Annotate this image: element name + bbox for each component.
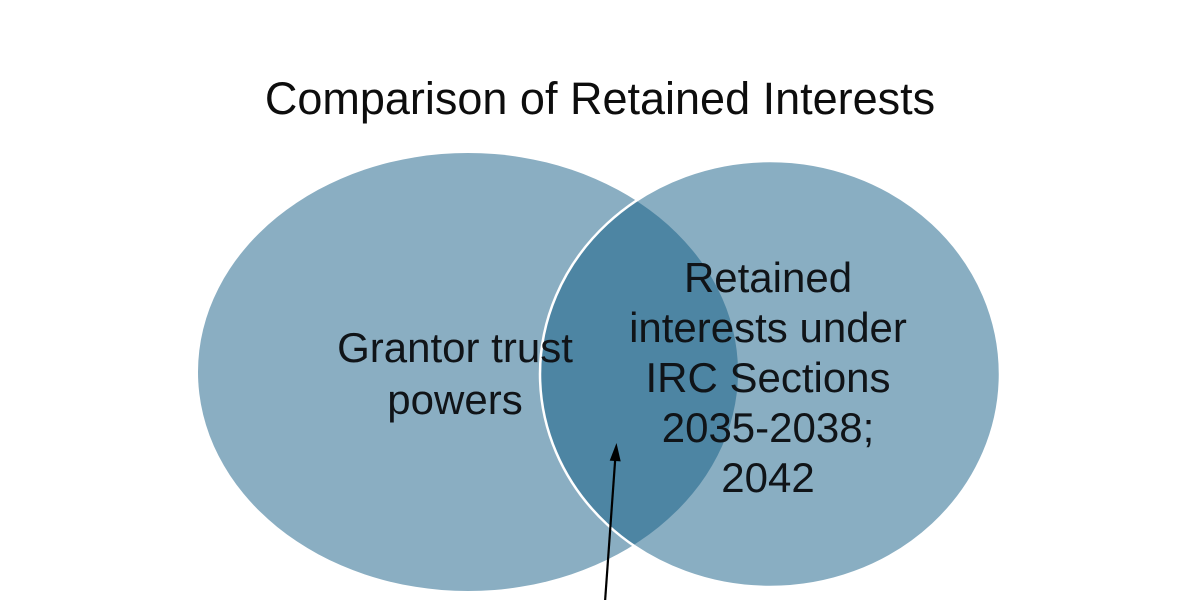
arrow-head-icon [609,443,621,462]
arrow-annotation [604,443,621,600]
left-circle [198,153,738,591]
right-circle [538,159,1002,589]
arrow-line [604,457,617,600]
slide-title: Comparison of Retained Interests [264,73,936,124]
right-circle-label: Retained interests under IRC Sections 20… [629,254,907,501]
left-circle-label: Grantor trust powers [337,324,573,423]
